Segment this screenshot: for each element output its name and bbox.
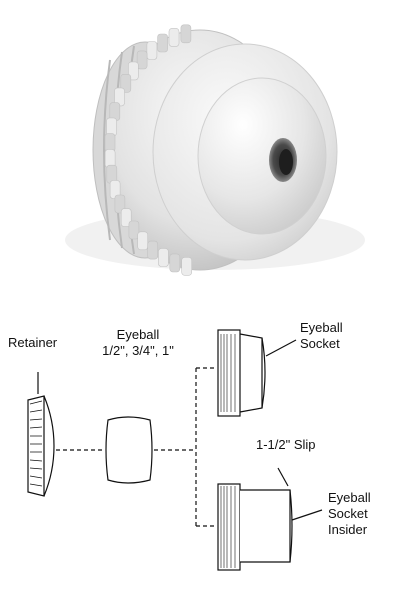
collar-knurl (147, 240, 158, 260)
eyeball-label: Eyeball 1/2", 3/4", 1" (98, 327, 178, 359)
collar-knurl (136, 50, 148, 70)
eyeball-label-line1: Eyeball (116, 327, 160, 342)
insider-label-line3: Insider (328, 522, 368, 537)
collar-knurl (104, 133, 116, 152)
collar-knurl (114, 194, 126, 214)
collar-knurl (169, 253, 181, 273)
collar-knurl (168, 28, 180, 47)
collar-knurl (120, 74, 132, 93)
collar-knurl (181, 256, 192, 276)
collar-knurl (180, 24, 192, 44)
insider-label-line1: Eyeball (328, 490, 371, 505)
exploded-diagram (27, 329, 323, 571)
collar-knurl (128, 61, 139, 81)
leader-lines (37, 339, 323, 521)
product-photo (65, 24, 365, 276)
retainer-label: Retainer (8, 335, 58, 350)
collar-knurl (146, 41, 158, 60)
eyeball-socket-insider-label: Eyeball Socket Insider (328, 490, 371, 538)
eyeball-hole-inner (279, 149, 293, 175)
eyeball (197, 77, 327, 235)
eyeball-label-line2: 1/2", 3/4", 1" (102, 343, 174, 358)
eyeball-socket-label-line2: Socket (300, 336, 340, 351)
collar-knurl (106, 117, 117, 137)
collar-knurl (137, 231, 148, 251)
collar-knurl (104, 149, 116, 168)
collar-knurl (128, 220, 140, 240)
dashed-connectors (56, 367, 216, 527)
eyeball-socket-drawing (217, 329, 266, 417)
insider-label-line2: Socket (328, 506, 368, 521)
eyeball-drawing (105, 416, 153, 484)
collar-knurl (120, 208, 132, 227)
retainer-drawing (27, 395, 55, 497)
slip-label: 1-1/2" Slip (256, 437, 316, 452)
collar-knurl (158, 248, 169, 267)
collar-knurls (104, 24, 192, 276)
eyeball-socket-insider-drawing (217, 483, 293, 571)
eyeball-socket-label-line1: Eyeball (300, 320, 343, 335)
eyeball-socket-label: Eyeball Socket (300, 320, 343, 352)
collar-knurl (157, 33, 168, 53)
